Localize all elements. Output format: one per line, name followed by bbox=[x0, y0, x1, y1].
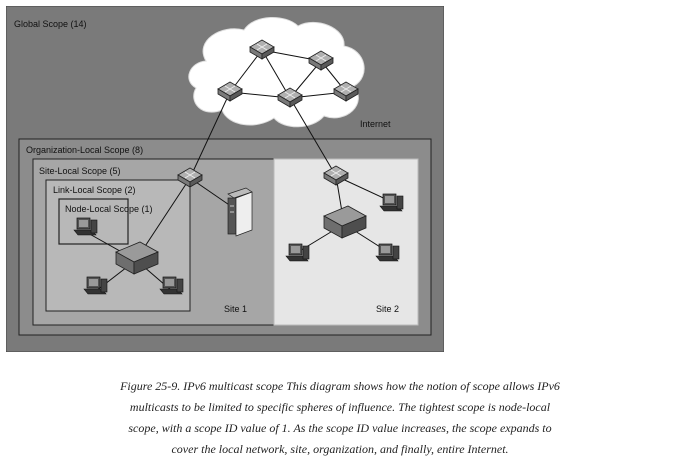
caption-line: multicasts to be limited to specific sph… bbox=[129, 400, 551, 414]
internet-cloud bbox=[188, 16, 365, 128]
link-local-computer-icon bbox=[83, 276, 108, 295]
figure-caption: Figure 25-9. IPv6 multicast scope This d… bbox=[60, 376, 620, 460]
node-local-computer-icon bbox=[73, 217, 98, 236]
site1-label: Site 1 bbox=[224, 304, 247, 314]
internet-label: Internet bbox=[360, 119, 391, 129]
caption-line: Figure 25-9. IPv6 multicast scope This d… bbox=[120, 379, 560, 393]
global-scope-label: Global Scope (14) bbox=[14, 19, 87, 29]
site2-label: Site 2 bbox=[376, 304, 399, 314]
site-local-scope-label: Site-Local Scope (5) bbox=[39, 166, 121, 176]
site2-computer-icon-left bbox=[285, 243, 310, 262]
site2-computer-icon-top bbox=[379, 193, 404, 212]
node-local-scope-label: Node-Local Scope (1) bbox=[65, 204, 153, 214]
caption-line: scope, with a scope ID value of 1. As th… bbox=[128, 421, 552, 435]
organization-scope-label: Organization-Local Scope (8) bbox=[26, 145, 143, 155]
site2-region bbox=[273, 158, 419, 326]
link-local-scope-label: Link-Local Scope (2) bbox=[53, 185, 136, 195]
caption-line: cover the local network, site, organizat… bbox=[171, 442, 509, 456]
link-local-computer-icon-2 bbox=[159, 276, 184, 295]
diagram-svg: Global Scope (14) Internet Organization-… bbox=[5, 5, 445, 353]
ipv6-scope-diagram: Global Scope (14) Internet Organization-… bbox=[5, 5, 445, 353]
server-icon bbox=[227, 187, 253, 237]
site2-computer-icon-right bbox=[375, 243, 400, 262]
